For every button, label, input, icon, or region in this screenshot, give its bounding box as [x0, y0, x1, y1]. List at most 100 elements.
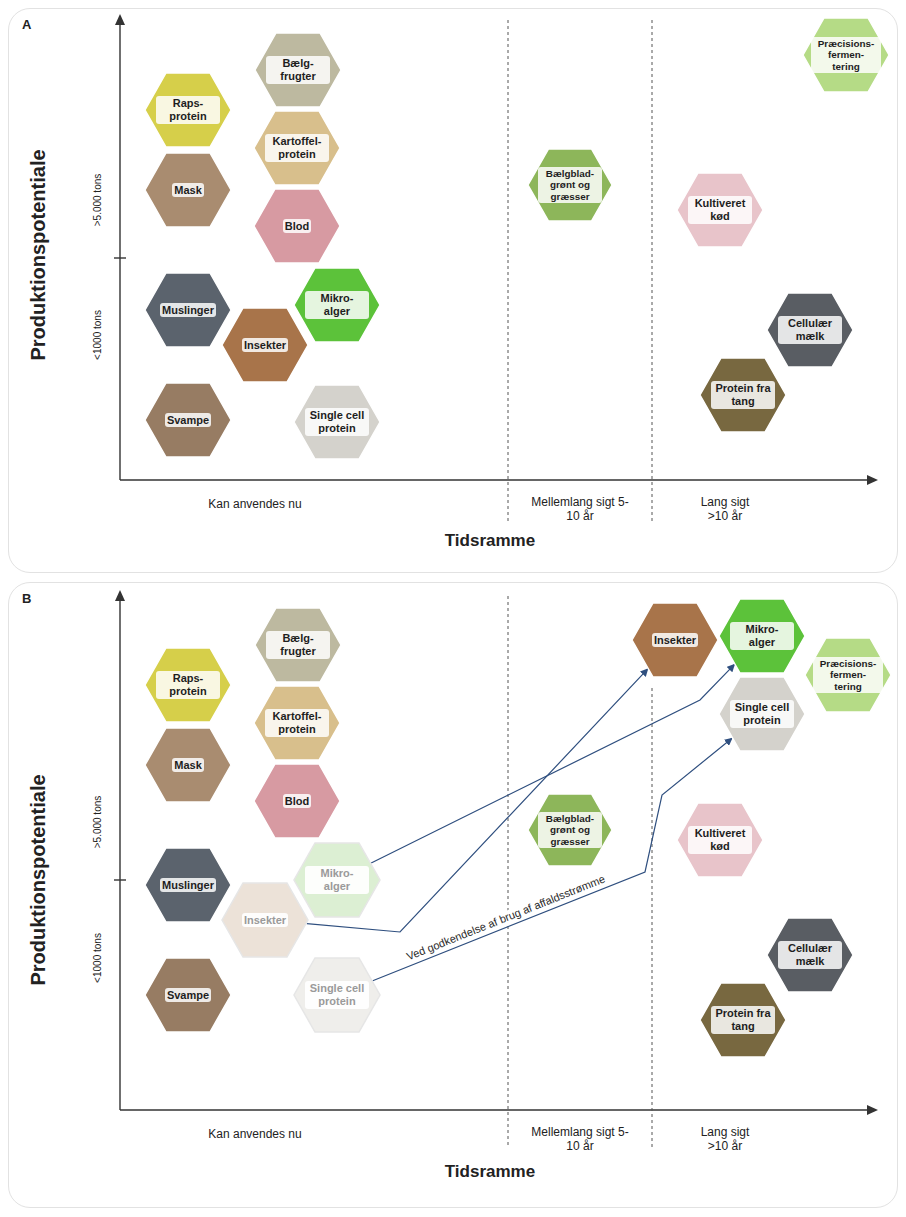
- hexagon-fill: [700, 358, 786, 432]
- hexagon-fill: [677, 803, 763, 877]
- hexagon-box: Svampe: [144, 382, 232, 458]
- hexagon-fill: [294, 958, 380, 1032]
- hexagon-fill: [254, 111, 340, 185]
- hexagon-fill: [145, 153, 231, 227]
- axis-arrowhead: [867, 475, 878, 485]
- divider-line: [652, 20, 653, 522]
- timeframe-label: Lang sigt >10 år: [689, 495, 761, 524]
- protein-source-label: Muslinger: [160, 878, 216, 893]
- axis-title: Produktionspotentiale: [26, 774, 50, 985]
- hexagon-fill: [145, 848, 231, 922]
- protein-source-label: Raps- protein: [156, 96, 220, 123]
- hexagon-box: Bælgblad- grønt og græsser: [527, 148, 613, 222]
- hexagon-fill: [145, 383, 231, 457]
- hexagon-fill: [528, 794, 612, 866]
- protein-source-label: Blod: [283, 219, 311, 234]
- divider-line: [508, 20, 509, 522]
- axis-tick: [114, 879, 126, 880]
- protein-source-label: Mask: [172, 758, 204, 773]
- protein-source-label: Raps- protein: [156, 671, 220, 698]
- protein-source-label: Bælgblad- grønt og græsser: [538, 167, 602, 203]
- hexagon-box: Bælgblad- grønt og græsser: [527, 793, 613, 867]
- hexagon-fill: [632, 603, 718, 677]
- hexagon-fill: [719, 599, 805, 673]
- protein-source-label: Cellulær mælk: [778, 316, 842, 343]
- protein-source-label: Bælg- frugter: [266, 56, 330, 83]
- hexagon-box: Single cell protein: [293, 957, 381, 1033]
- hexagon-fill: [803, 18, 889, 92]
- axis-arrowhead: [867, 1105, 878, 1115]
- hexagon-box: Raps- protein: [144, 72, 232, 148]
- hexagon-fill: [145, 958, 231, 1032]
- hexagon-box: Muslinger: [144, 847, 232, 923]
- panel-letter: B: [22, 591, 31, 606]
- protein-source-label: Præcisions- fermen- tering: [813, 657, 883, 693]
- hexagon-box: Bælg- frugter: [254, 32, 342, 108]
- axis-tick: [114, 257, 126, 258]
- axis-title: Produktionspotentiale: [26, 149, 50, 360]
- hexagon-box: Mikro- alger: [293, 267, 381, 343]
- hexagon-box: Kultiveret kød: [676, 802, 764, 878]
- axis-title: Tidsramme: [445, 1162, 535, 1182]
- hexagon-fill: [255, 33, 341, 107]
- hexagon-fill: [719, 677, 805, 751]
- hexagon-box: Insekter: [631, 602, 719, 678]
- hexagon-box: Kartoffel- protein: [253, 110, 341, 186]
- protein-source-label: Insekter: [652, 633, 698, 648]
- hexagon-fill: [294, 268, 380, 342]
- axis-tick-label: >5.000 tons: [92, 796, 104, 849]
- hexagon-box: Præcisions- fermen- tering: [804, 637, 892, 713]
- hexagon-box: Kultiveret kød: [676, 172, 764, 248]
- protein-source-label: Bælg- frugter: [266, 631, 330, 658]
- protein-source-label: Single cell protein: [305, 981, 369, 1008]
- hexagon-box: Single cell protein: [293, 384, 381, 460]
- hexagon-fill: [700, 983, 786, 1057]
- timeframe-label: Kan anvendes nu: [208, 1127, 301, 1141]
- panel: A Bælg- frugterRaps- proteinKartoffel- pr…: [8, 8, 898, 573]
- protein-source-label: Insekter: [242, 913, 288, 928]
- protein-source-label: Cellulær mælk: [778, 941, 842, 968]
- timeframe-label: Mellemlang sigt 5-10 år: [530, 1125, 630, 1154]
- hexagon-fill: [254, 686, 340, 760]
- hexagon-fill: [145, 648, 231, 722]
- hexagon-fill: [145, 73, 231, 147]
- hexagon-box: Præcisions- fermen- tering: [802, 17, 890, 93]
- hexagon-fill: [294, 843, 380, 917]
- protein-source-label: Svampe: [165, 988, 211, 1003]
- panel: BBælg- frugterRaps- proteinKartoffel- pr…: [8, 582, 898, 1208]
- timeframe-label: Lang sigt >10 år: [689, 1125, 761, 1154]
- panel-letter: A: [22, 17, 31, 32]
- hexagon-box: Raps- protein: [144, 647, 232, 723]
- hexagon-box: Cellulær mælk: [766, 917, 854, 993]
- protein-source-label: Single cell protein: [730, 700, 794, 727]
- hexagon-box: Mikro- alger: [293, 842, 381, 918]
- timeframe-label: Kan anvendes nu: [208, 497, 301, 511]
- hexagon-box: Bælg- frugter: [254, 607, 342, 683]
- protein-source-label: Protein fra tang: [711, 1006, 775, 1033]
- hexagon-fill: [145, 728, 231, 802]
- divider-line: [652, 688, 653, 1148]
- protein-source-label: Kartoffel- protein: [265, 134, 329, 161]
- hexagon-fill: [294, 385, 380, 459]
- protein-source-label: Mikro- alger: [730, 622, 794, 649]
- protein-source-label: Kultiveret kød: [688, 196, 752, 223]
- protein-source-label: Blod: [283, 794, 311, 809]
- axis-title: Tidsramme: [445, 531, 535, 551]
- hexagon-box: Insekter: [221, 882, 309, 958]
- hexagon-fill: [145, 273, 231, 347]
- connector-arrow: [373, 738, 732, 980]
- hexagon-box: Muslinger: [144, 272, 232, 348]
- hexagon-box: Single cell protein: [718, 676, 806, 752]
- protein-source-label: Insekter: [242, 338, 288, 353]
- hexagon-fill: [767, 918, 853, 992]
- axis-tick-label: <1000 tons: [92, 310, 104, 360]
- hexagon-fill: [222, 308, 308, 382]
- hexagon-box: Blod: [253, 188, 341, 264]
- y-axis-line: [119, 600, 120, 1110]
- connector-label: Ved godkendelse af brug af affaldsstrømm…: [402, 872, 608, 965]
- hexagon-box: Mikro- alger: [718, 598, 806, 674]
- x-axis-line: [120, 1109, 868, 1110]
- hexagon-box: Insekter: [221, 307, 309, 383]
- protein-source-label: Kultiveret kød: [688, 826, 752, 853]
